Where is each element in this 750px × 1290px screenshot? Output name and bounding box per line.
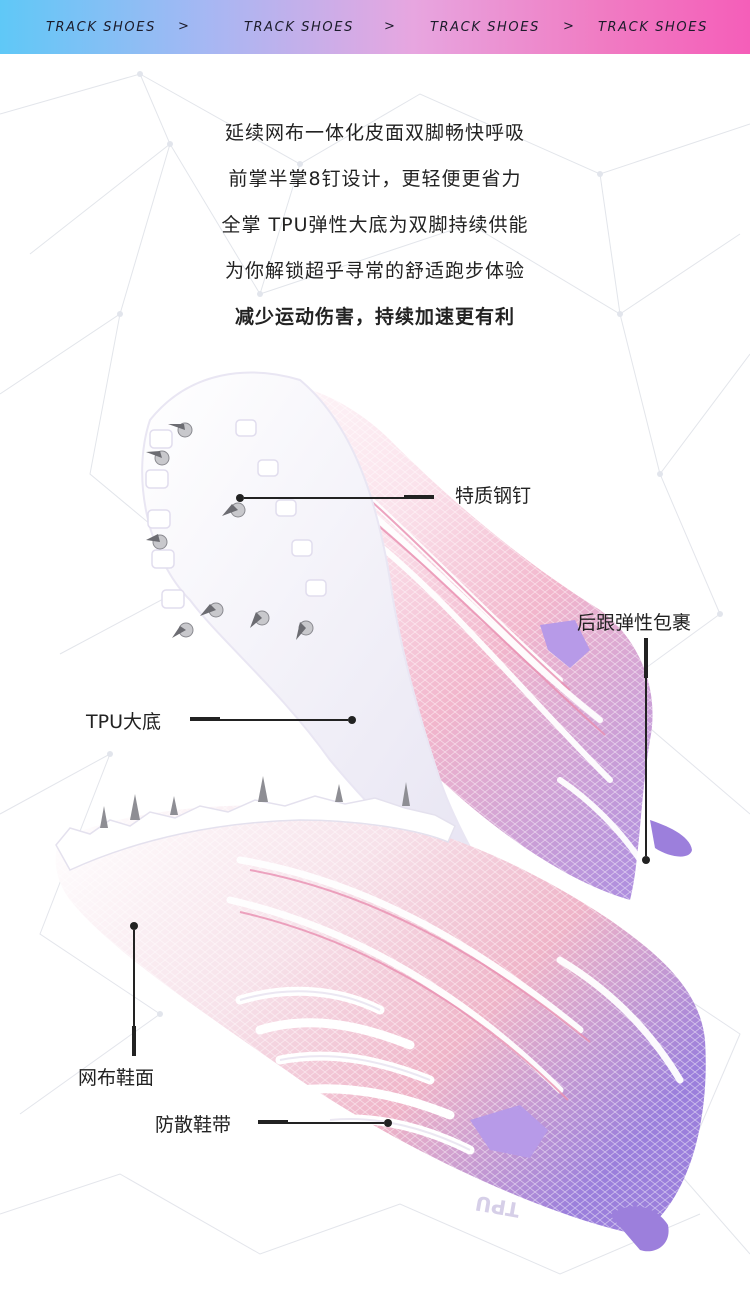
banner-separator: > xyxy=(178,19,189,34)
lower-shoe: TPU xyxy=(55,776,706,1252)
intro-line: 前掌半掌8钉设计，更轻便更省力 xyxy=(228,168,522,190)
banner-label: TRACK SHOES xyxy=(430,20,540,35)
top-banner: TRACK SHOES > TRACK SHOES > TRACK SHOES … xyxy=(0,0,750,54)
banner-separator: > xyxy=(563,19,574,34)
callout-dot xyxy=(348,716,356,724)
callout-leader xyxy=(190,717,220,721)
callout-leader xyxy=(132,1026,136,1056)
callout-leader xyxy=(288,1122,384,1124)
callout-leader xyxy=(644,638,648,678)
callout-mesh-upper: 网布鞋面 xyxy=(78,1067,155,1089)
intro-line: 延续网布一体化皮面双脚畅快呼吸 xyxy=(224,122,525,144)
callout-dot xyxy=(384,1119,392,1127)
intro-line-highlight: 减少运动伤害，持续加速更有利 xyxy=(234,306,515,328)
heel-print: TPU xyxy=(473,1191,521,1222)
callout-dot xyxy=(130,922,138,930)
callout-laces: 防散鞋带 xyxy=(155,1114,232,1136)
callout-leader xyxy=(133,930,135,1026)
callout-spikes: 特质钢钉 xyxy=(455,485,532,507)
banner-label: TRACK SHOES xyxy=(46,20,156,35)
banner-separator: > xyxy=(384,19,395,34)
spike-icon xyxy=(146,422,314,640)
network-background xyxy=(0,71,750,1275)
callout-leader xyxy=(258,1120,288,1124)
upper-shoe xyxy=(141,371,692,902)
banner-label: TRACK SHOES xyxy=(244,20,354,35)
callout-dot xyxy=(236,494,244,502)
callout-tpu-sole: TPU大底 xyxy=(86,711,161,733)
callout-dot xyxy=(642,856,650,864)
banner-label: TRACK SHOES xyxy=(598,20,708,35)
callout-leader xyxy=(220,719,348,721)
callout-leader xyxy=(645,678,647,856)
spike-icon xyxy=(100,776,410,828)
intro-line: 全掌 TPU弹性大底为双脚持续供能 xyxy=(221,214,529,236)
callout-heel-wrap: 后跟弹性包裹 xyxy=(577,612,692,634)
intro-text: 延续网布一体化皮面双脚畅快呼吸 前掌半掌8钉设计，更轻便更省力 全掌 TPU弹性… xyxy=(0,110,750,340)
callout-leader xyxy=(404,495,434,499)
intro-line: 为你解锁超乎寻常的舒适跑步体验 xyxy=(224,260,525,282)
callout-leader xyxy=(244,497,404,499)
